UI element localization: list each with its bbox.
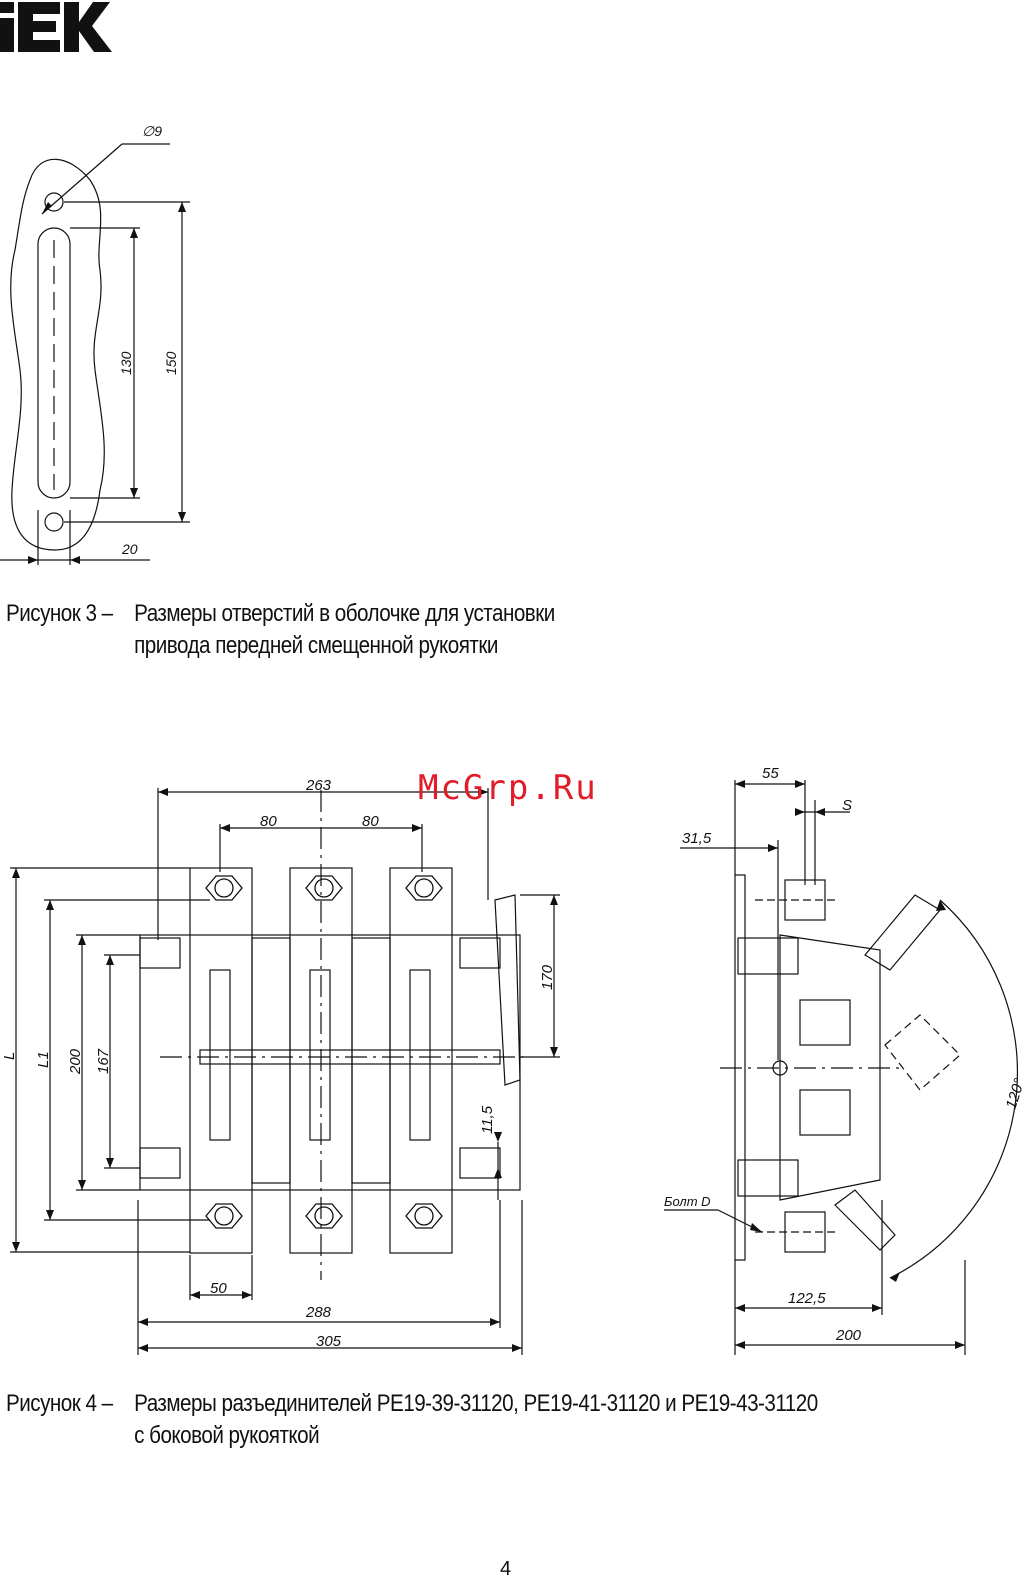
handle-mid xyxy=(885,1015,960,1090)
dim-130: 130 xyxy=(118,351,134,375)
figure3-caption-line2: привода передней смещенной рукоятки xyxy=(134,632,498,660)
enclosure-outline xyxy=(11,159,105,550)
dim-263: 263 xyxy=(305,777,332,794)
figure3-drawing: ∅9 130 150 20 xyxy=(0,110,220,580)
figure3-caption-label: Рисунок 3 – xyxy=(6,600,113,628)
dim-20: 20 xyxy=(121,541,138,557)
figure4-caption-line1: Размеры разъединителей РЕ19-39-31120, РЕ… xyxy=(134,1390,818,1418)
dim-L1: L1 xyxy=(35,1051,52,1068)
figure4-caption-label: Рисунок 4 – xyxy=(6,1390,113,1418)
dim-200-side: 200 xyxy=(835,1327,862,1344)
page-number: 4 xyxy=(500,1558,511,1581)
handle-up xyxy=(865,895,940,970)
dim-31-5: 31,5 xyxy=(682,830,712,847)
dim-122-5: 122,5 xyxy=(788,1290,826,1307)
figure4-caption-line2: с боковой рукояткой xyxy=(134,1422,319,1450)
dim-S: S xyxy=(842,797,852,814)
dim-angle: 120° xyxy=(1003,1076,1029,1111)
dim-80b: 80 xyxy=(362,813,379,830)
dim-170: 170 xyxy=(539,964,556,990)
dim-167: 167 xyxy=(95,1048,112,1074)
dim-L: L xyxy=(1,1052,18,1060)
dim-288: 288 xyxy=(305,1304,332,1321)
dim-50: 50 xyxy=(210,1280,227,1297)
dim-200: 200 xyxy=(67,1048,84,1075)
pole-1 xyxy=(190,868,252,1253)
dim-80a: 80 xyxy=(260,813,277,830)
iek-logo xyxy=(0,0,112,56)
label-bolt-d: Болт D xyxy=(664,1194,711,1209)
watermark: McGrp.Ru xyxy=(418,768,598,808)
dim-305: 305 xyxy=(316,1333,342,1350)
dim-55: 55 xyxy=(762,765,779,782)
handle-down xyxy=(835,1190,895,1250)
figure4-side-view: 55 S 31,5 120° Болт D 122,5 200 xyxy=(660,760,1030,1360)
hole-bottom xyxy=(45,513,63,531)
dim-11-5: 11,5 xyxy=(479,1105,496,1134)
dim-150: 150 xyxy=(163,351,179,375)
pole-3 xyxy=(390,868,452,1253)
figure3-caption-line1: Размеры отверстий в оболочке для установ… xyxy=(134,600,555,628)
angle-arc xyxy=(890,900,1017,1278)
figure4-front-view: 263 80 80 L L1 200 167 170 11,5 50 288 3… xyxy=(0,760,600,1360)
dim-hole: ∅9 xyxy=(142,123,162,139)
